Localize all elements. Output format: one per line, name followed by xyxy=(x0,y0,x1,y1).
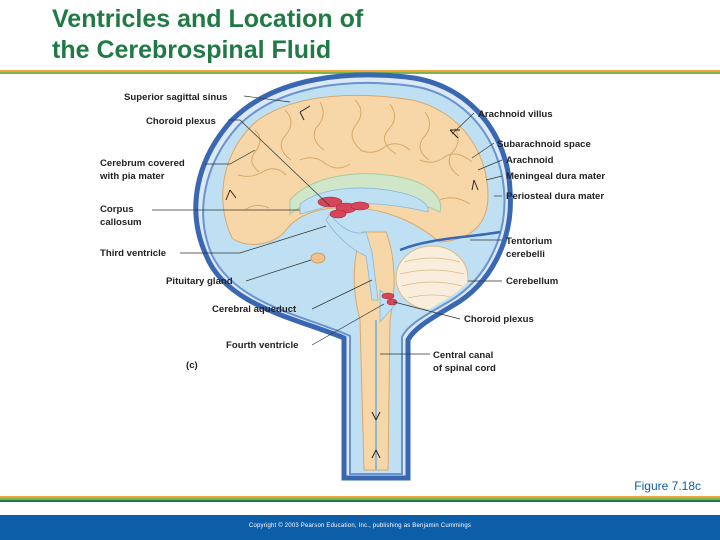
stripe-dark-green-bottom xyxy=(0,500,720,502)
slide-title: Ventricles and Location of the Cerebrosp… xyxy=(52,4,472,66)
copyright-text: Copyright © 2003 Pearson Education, Inc.… xyxy=(248,523,472,529)
label-arachnoid-villus: Arachnoid villus xyxy=(478,109,553,120)
label-cerebrum-line-2: with pia mater xyxy=(99,171,165,182)
label-choroid-plexus-top: Choroid plexus xyxy=(146,116,216,127)
label-corpus-line-2: callosum xyxy=(100,217,142,228)
cerebellum-tissue xyxy=(395,245,469,311)
bottom-divider-stripes xyxy=(0,496,720,502)
slide-title-line-2: the Cerebrospinal Fluid xyxy=(52,36,332,64)
pituitary-gland xyxy=(310,252,326,264)
label-fourth-ventricle: Fourth ventricle xyxy=(226,340,299,351)
label-superior-sagittal-sinus: Superior sagittal sinus xyxy=(124,92,227,103)
stripe-orange-bottom xyxy=(0,496,720,498)
brainstem xyxy=(353,231,395,471)
choroid-plexus-upper xyxy=(317,196,370,219)
slide-title-line-1: Ventricles and Location of xyxy=(52,5,364,33)
stripe-light-green-bottom xyxy=(0,498,720,500)
leader-lines xyxy=(152,95,503,355)
label-choroid-plexus-bottom: Choroid plexus xyxy=(464,314,534,325)
third-ventricle-csf xyxy=(325,213,379,301)
label-third-ventricle: Third ventricle xyxy=(100,248,166,259)
label-panel-letter: (c) xyxy=(186,360,198,371)
label-meningeal-dura-mater: Meningeal dura mater xyxy=(506,171,605,182)
csf-flow-arrows xyxy=(225,105,479,459)
label-cerebellum: Cerebellum xyxy=(506,276,558,287)
stripe-orange xyxy=(0,70,720,72)
label-cerebrum-line-1: Cerebrum covered xyxy=(100,158,185,169)
label-pituitary-gland: Pituitary gland xyxy=(166,276,233,287)
label-arachnoid: Arachnoid xyxy=(506,155,554,166)
label-cerebral-aqueduct: Cerebral aqueduct xyxy=(212,304,297,315)
figure-label: Figure 7.18c xyxy=(634,479,701,493)
label-tentorium-line-2: cerebelli xyxy=(506,249,545,260)
choroid-plexus-lower xyxy=(381,292,398,306)
cerebrum-sulci xyxy=(237,99,473,211)
footer-bar xyxy=(0,515,720,540)
tentorium-cerebelli xyxy=(399,230,501,252)
brain-ventricles-diagram: Superior sagittal sinus Choroid plexus C… xyxy=(99,72,605,481)
label-corpus-line-1: Corpus xyxy=(100,204,134,215)
label-central-canal-line-1: Central canal xyxy=(433,350,493,361)
label-tentorium-line-1: Tentorium xyxy=(506,236,552,247)
label-central-canal-line-2: of spinal cord xyxy=(433,363,496,374)
label-periosteal-dura-mater: Periosteal dura mater xyxy=(506,191,604,202)
label-subarachnoid-space: Subarachnoid space xyxy=(497,139,591,150)
